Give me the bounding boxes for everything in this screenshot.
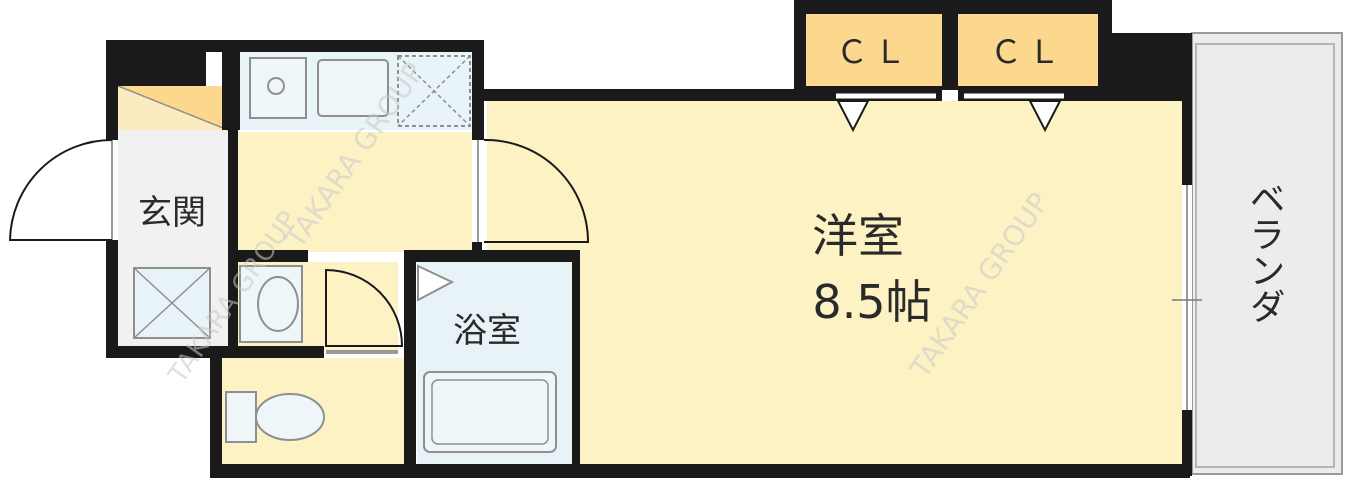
stove-burner-box [249, 57, 307, 119]
toilet-door-swing [325, 268, 404, 347]
corridor-floor [232, 132, 482, 252]
western-room-floor [487, 101, 1182, 466]
western-room-label: 洋室 [812, 209, 904, 263]
bath-door-marker [417, 264, 455, 302]
sink [317, 59, 389, 117]
closet-2-label: ＣＬ [990, 33, 1066, 71]
closet-2-door-marker [1028, 100, 1062, 133]
bathtub-inner [431, 379, 549, 445]
closet-1-door-marker [836, 100, 870, 133]
walls [106, 0, 1192, 478]
toilet-tank [225, 391, 257, 443]
wash-basin [257, 276, 299, 332]
fridge-space [397, 55, 471, 127]
closet-1-label: ＣＬ [836, 33, 912, 71]
veranda-label: ベランダ [1244, 180, 1285, 324]
veranda-inner-line [1195, 43, 1335, 468]
genkan-label: 玄関 [138, 193, 206, 233]
western-room-size: 8.5帖 [812, 275, 931, 329]
toilet-bowl [255, 393, 325, 441]
closet-1-fill [806, 14, 942, 90]
bathtub [423, 371, 557, 453]
room-door-swing [483, 138, 590, 243]
entrance-door-swing [8, 139, 113, 241]
closet-2-fill [958, 14, 1098, 90]
bath-label: 浴室 [453, 311, 521, 351]
stove-burner [267, 77, 285, 95]
veranda [1191, 32, 1343, 475]
